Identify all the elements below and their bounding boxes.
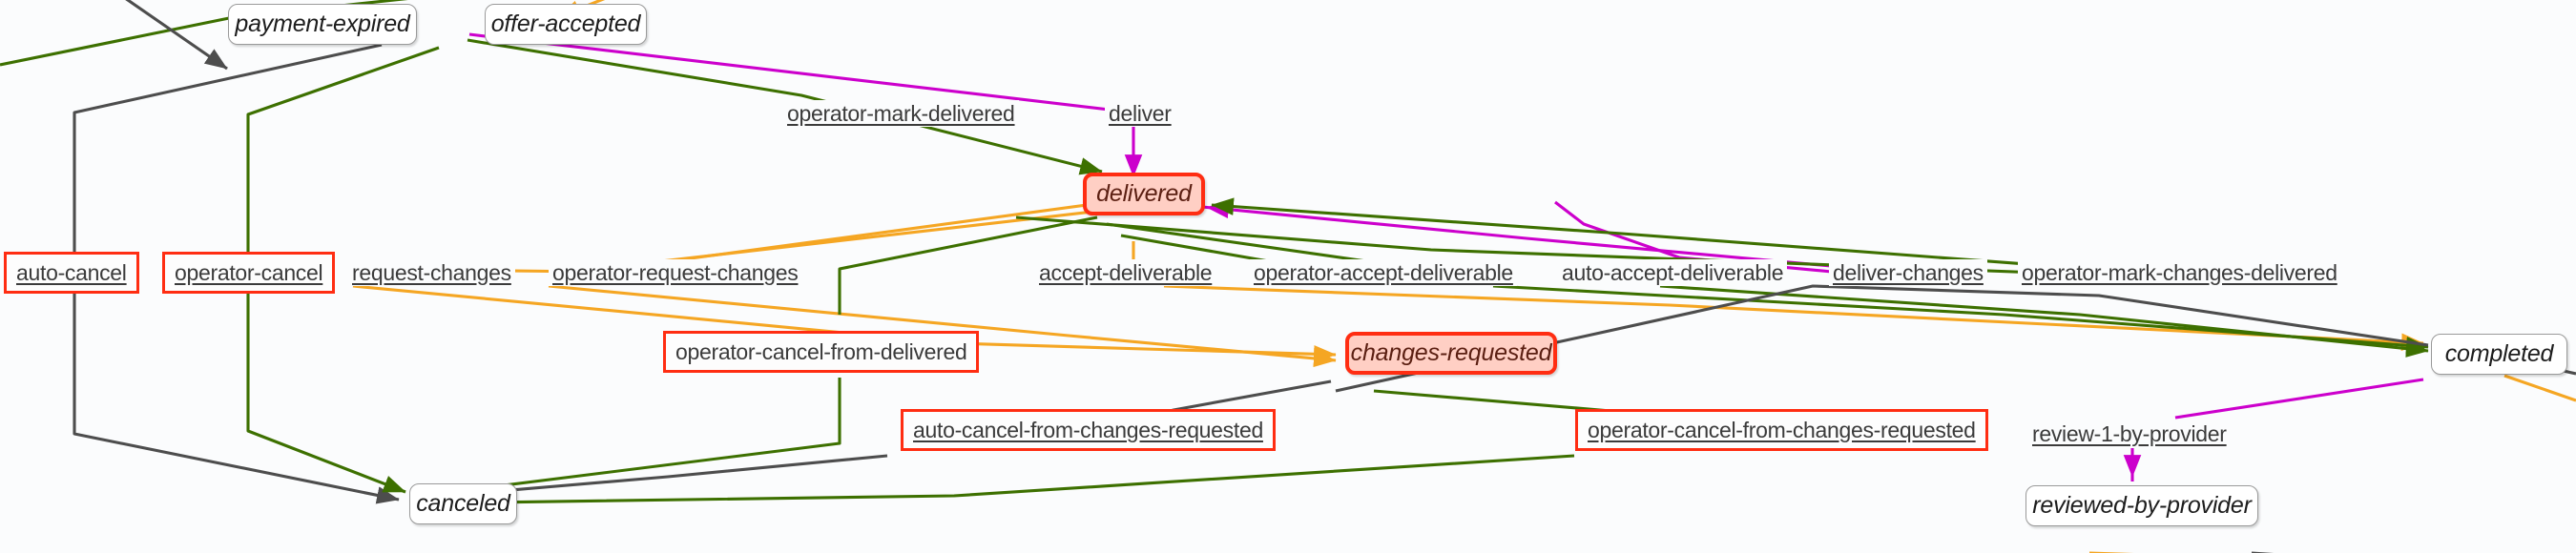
transition-label-operator-cancel-from-changes-requested[interactable]: operator-cancel-from-changes-requested	[1575, 409, 1988, 452]
transition-label-operator-cancel[interactable]: operator-cancel	[162, 252, 336, 295]
state-node-changes-requested[interactable]: changes-requested	[1345, 332, 1557, 375]
transition-label-text: auto-cancel-from-changes-requested	[913, 418, 1263, 442]
transition-label-request-changes[interactable]: request-changes	[348, 259, 515, 287]
edge-stray-gray-to-payment-expired	[125, 0, 228, 71]
transition-label-operator-mark-changes-delivered[interactable]: operator-mark-changes-delivered	[2018, 259, 2341, 287]
transition-label-auto-cancel[interactable]: auto-cancel	[4, 252, 139, 295]
transition-label-text: operator-cancel-from-changes-requested	[1588, 418, 1976, 442]
transition-label-operator-mark-delivered[interactable]: operator-mark-delivered	[783, 100, 1019, 128]
state-node-delivered[interactable]: delivered	[1083, 173, 1205, 215]
state-node-label: offer-accepted	[490, 10, 641, 37]
transition-label-text: auto-cancel	[16, 260, 127, 285]
state-node-label: delivered	[1096, 180, 1192, 207]
edge-operator-accept-deliverable-to-completed	[1492, 284, 2429, 355]
state-node-completed[interactable]: completed	[2431, 334, 2567, 375]
transition-label-text: accept-deliverable	[1039, 260, 1213, 285]
edge-auto-accept-deliverable-to-completed	[1659, 284, 2429, 358]
state-node-canceled[interactable]: canceled	[409, 483, 517, 524]
transition-label-operator-request-changes[interactable]: operator-request-changes	[549, 259, 802, 287]
state-node-payment-expired[interactable]: payment-expired	[228, 4, 417, 45]
transition-label-text: operator-mark-delivered	[787, 101, 1015, 126]
state-node-label: changes-requested	[1350, 339, 1552, 366]
edge-operator-cancel-from-delivered-to-canceled	[419, 378, 841, 502]
state-node-label: reviewed-by-provider	[2032, 492, 2252, 519]
state-node-reviewed-by-provider[interactable]: reviewed-by-provider	[2025, 485, 2258, 526]
transition-label-text: auto-accept-deliverable	[1562, 260, 1784, 285]
transition-label-operator-cancel-from-delivered[interactable]: operator-cancel-from-delivered	[663, 331, 980, 374]
transition-label-auto-cancel-from-changes-requested[interactable]: auto-cancel-from-changes-requested	[901, 409, 1276, 452]
transition-label-text: operator-mark-changes-delivered	[2022, 260, 2337, 285]
transition-label-text: operator-cancel	[175, 260, 323, 285]
transition-label-text: operator-cancel-from-delivered	[675, 339, 967, 364]
transition-label-text: operator-request-changes	[552, 260, 799, 285]
transition-label-review-1-by-provider[interactable]: review-1-by-provider	[2028, 420, 2231, 448]
transition-label-text: review-1-by-provider	[2032, 421, 2227, 446]
transition-label-text: operator-accept-deliverable	[1254, 260, 1513, 285]
state-node-offer-accepted[interactable]: offer-accepted	[485, 4, 647, 45]
state-node-label: canceled	[416, 490, 510, 517]
transition-label-deliver-changes[interactable]: deliver-changes	[1829, 259, 1987, 287]
edge-operator-cancel-from-changes-requested-to-canceled	[419, 454, 1575, 512]
transition-label-operator-accept-deliverable[interactable]: operator-accept-deliverable	[1250, 259, 1517, 287]
transition-label-deliver[interactable]: deliver	[1105, 100, 1175, 128]
edge-completed-out-orange	[2503, 374, 2576, 402]
transition-label-text: deliver	[1109, 101, 1172, 126]
transition-label-text: deliver-changes	[1833, 260, 1984, 285]
edge-completed-to-review-1-by-provider	[2174, 378, 2424, 420]
transition-label-auto-accept-deliverable[interactable]: auto-accept-deliverable	[1558, 259, 1788, 287]
transition-label-text: request-changes	[352, 260, 511, 285]
transition-label-accept-deliverable[interactable]: accept-deliverable	[1035, 259, 1216, 287]
state-node-label: completed	[2444, 340, 2554, 367]
state-node-label: payment-expired	[235, 10, 410, 37]
